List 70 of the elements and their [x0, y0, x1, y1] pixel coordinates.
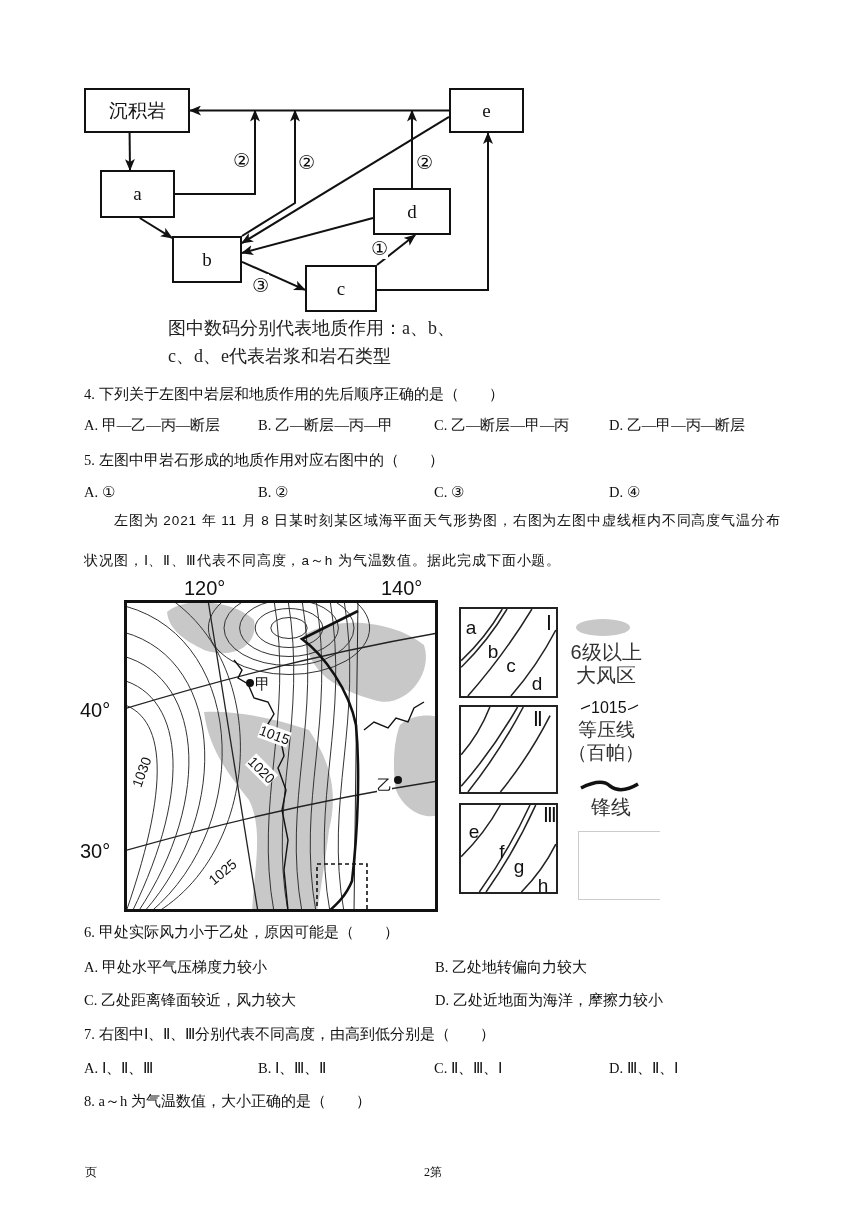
answer-option: A. 甲处水平气压梯度力较小 [84, 958, 267, 976]
rock-box [449, 88, 524, 133]
longitude-label: 120° [184, 576, 226, 600]
arrow [376, 234, 417, 266]
answer-option: A. 甲—乙—丙—断层 [84, 416, 221, 434]
place-label: 乙 [377, 776, 392, 794]
arrow [241, 217, 374, 255]
box-label: b [201, 247, 213, 272]
legend-text: 6级以上大风区 [569, 641, 643, 687]
latitude-label: 30° [80, 839, 111, 863]
rock-box [373, 188, 451, 235]
arrow [241, 109, 300, 237]
question-text: 5. 左图中甲岩石形成的地质作用对应右图中的（ ） [84, 451, 444, 469]
page-footer: 2第 [424, 1164, 442, 1180]
temperature-letter: f [498, 842, 506, 862]
rock-box [305, 265, 377, 312]
answer-option: B. 乙—断层—丙—甲 [258, 416, 394, 434]
isobar-value: 1015 [590, 700, 628, 716]
box-label: e [481, 98, 492, 123]
box-label: 沉积岩 [107, 98, 167, 123]
temperature-letter: a [464, 618, 478, 638]
answer-option: C. 乙—断层—甲—丙 [434, 416, 570, 434]
caption-text: 图中数码分别代表地质作用：a、b、c、d、e代表岩浆和岩石类型 [168, 317, 456, 368]
arrow [174, 109, 260, 195]
answer-option: C. ③ [434, 483, 464, 501]
temperature-letter: d [530, 674, 544, 694]
temperature-letter: b [486, 642, 500, 662]
longitude-label: 140° [381, 576, 423, 600]
answer-option: D. Ⅲ、Ⅱ、Ⅰ [609, 1059, 678, 1077]
page-footer: 页 [85, 1164, 97, 1180]
box-label: c [335, 276, 347, 301]
answer-option: D. ④ [609, 483, 640, 501]
rock-box [100, 170, 175, 218]
rock-box [84, 88, 190, 133]
arrow [241, 115, 450, 245]
question-text: 7. 右图中Ⅰ、Ⅱ、Ⅲ分别代表不同高度，由高到低分别是（ ） [84, 1025, 495, 1043]
temperature-letter: c [505, 656, 517, 676]
answer-option: C. 乙处距离锋面较近，风力较大 [84, 991, 296, 1009]
answer-option: D. 乙—甲—丙—断层 [609, 416, 746, 434]
level-numeral: Ⅰ [545, 613, 553, 633]
answer-option: D. 乙处近地面为海洋，摩擦力较小 [435, 991, 663, 1009]
answer-option: B. Ⅰ、Ⅲ、Ⅱ [258, 1059, 326, 1077]
legend-text: 等压线（百帕） [567, 718, 645, 764]
arrow [124, 132, 135, 171]
latitude-label: 40° [80, 698, 111, 722]
question-text: 4. 下列关于左图中岩层和地质作用的先后顺序正确的是（ ） [84, 385, 504, 403]
temperature-letter: h [536, 876, 550, 896]
arrow [189, 105, 450, 116]
answer-option: B. 乙处地转偏向力较大 [435, 958, 587, 976]
place-label: 甲 [255, 675, 270, 693]
answer-option: A. ① [84, 483, 115, 501]
box-label: a [132, 182, 143, 206]
box-label: d [406, 199, 418, 224]
intro-paragraph: 左图为 2021 年 11 月 8 日某时刻某区域海平面天气形势图，右图为左图中虚线框内不同高度气温分布状况图，Ⅰ、Ⅱ、Ⅲ代表不同高度，a～h 为气温数值。据此完成下面小题。 [84, 512, 782, 570]
arrow [407, 109, 417, 189]
answer-option: B. ② [258, 483, 288, 501]
legend-text: 锋线 [590, 796, 632, 819]
level-numeral: Ⅱ [532, 709, 544, 729]
arrow [138, 217, 173, 239]
question-text: 8. a～h 为气温数值，大小正确的是（ ） [84, 1092, 371, 1110]
temperature-letter: e [467, 822, 481, 842]
arrow [376, 132, 493, 291]
rock-box [172, 236, 242, 283]
answer-option: A. Ⅰ、Ⅱ、Ⅲ [84, 1059, 153, 1077]
answer-option: C. Ⅱ、Ⅲ、Ⅰ [434, 1059, 502, 1077]
level-numeral: Ⅲ [542, 805, 558, 825]
empty-box [578, 831, 660, 900]
arrow [241, 260, 306, 291]
question-text: 6. 甲处实际风力小于乙处，原因可能是（ ） [84, 923, 399, 941]
temperature-letter: g [512, 857, 526, 877]
